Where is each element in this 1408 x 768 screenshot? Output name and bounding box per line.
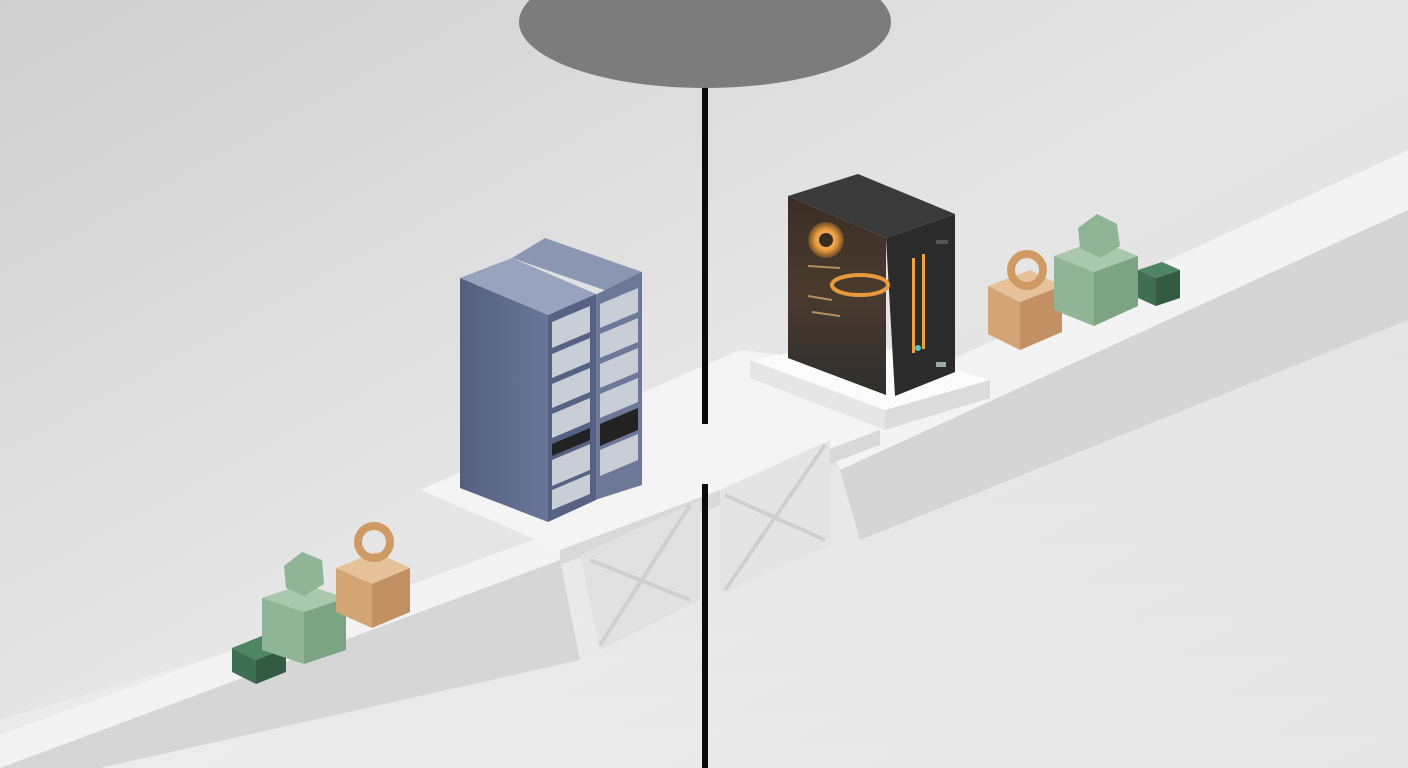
gem-icon bbox=[1078, 214, 1120, 258]
divider-line-lower bbox=[702, 484, 708, 768]
fan-ring-icon bbox=[830, 273, 890, 297]
cube-blocks-left bbox=[232, 522, 410, 684]
server-rack bbox=[460, 238, 642, 522]
gaming-pc-tower bbox=[788, 174, 955, 396]
pendant-lamp bbox=[519, 0, 891, 88]
gem-icon bbox=[284, 552, 324, 596]
donut-icon bbox=[1007, 250, 1047, 290]
donut-icon bbox=[354, 522, 394, 562]
divider-line-upper bbox=[702, 88, 708, 424]
cube-blocks-right bbox=[988, 214, 1180, 350]
